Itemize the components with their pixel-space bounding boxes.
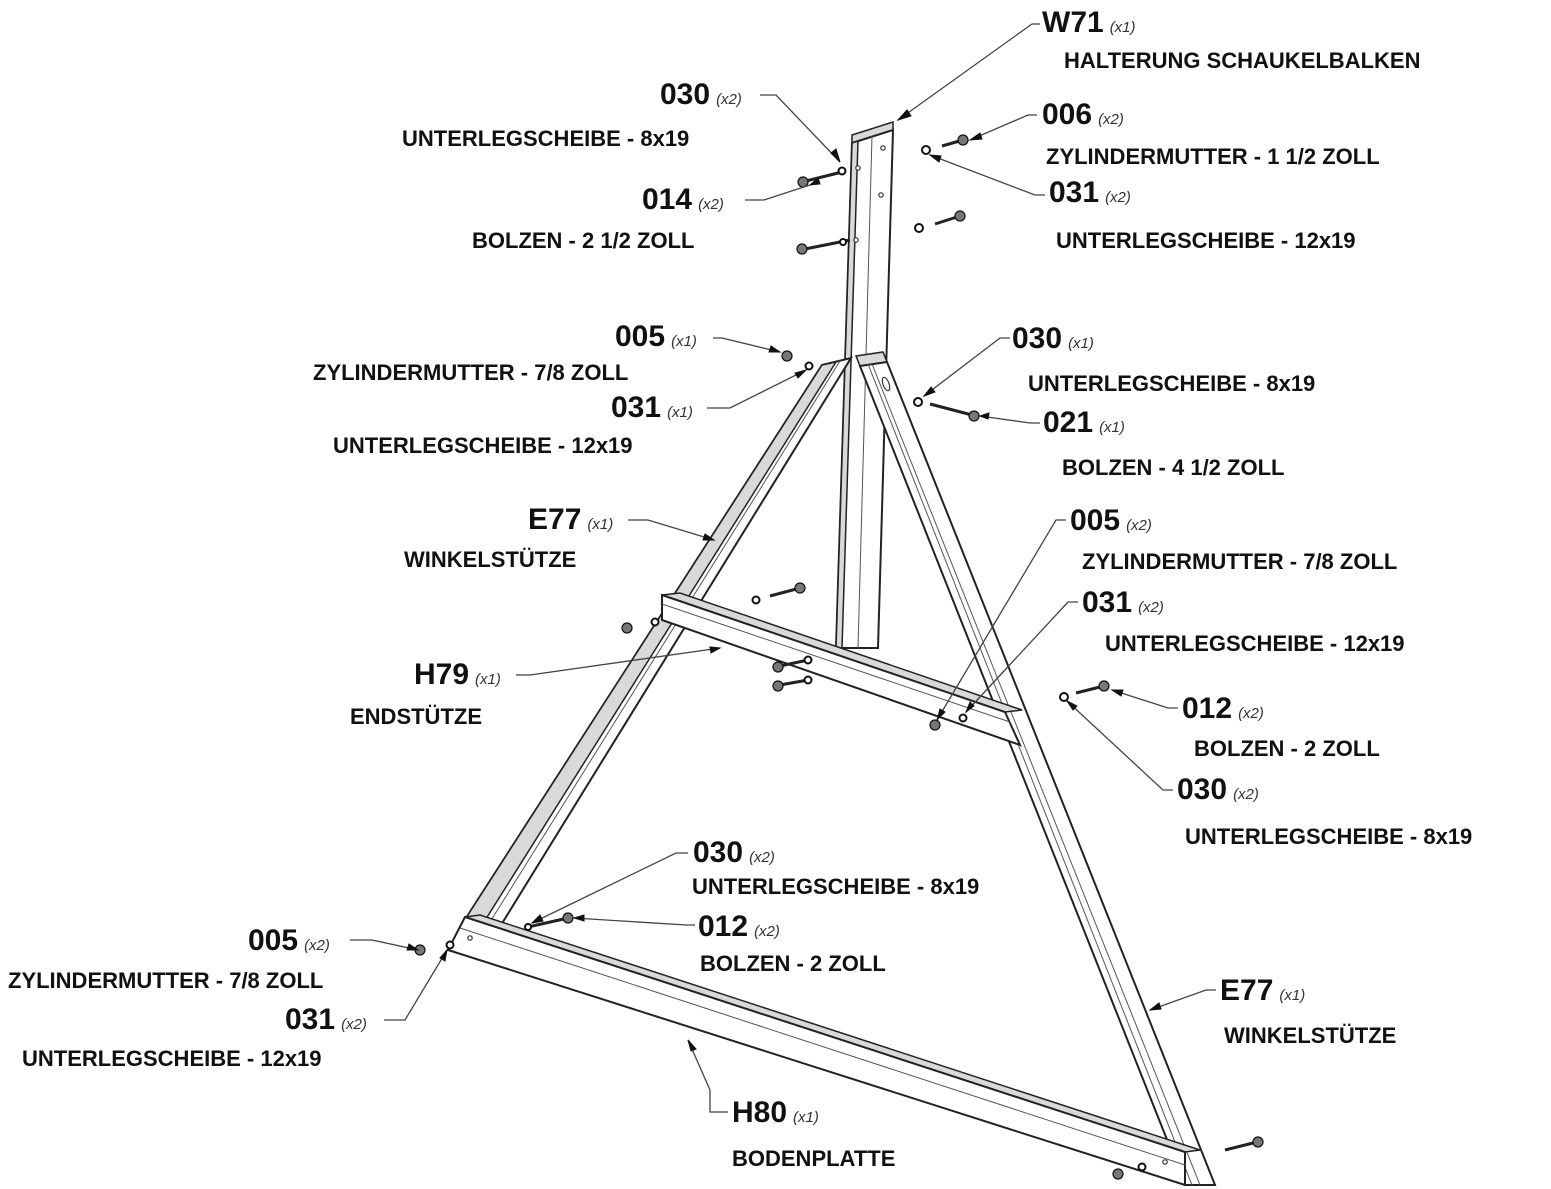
part-code: H80 bbox=[732, 1096, 788, 1129]
hardware-top bbox=[796, 134, 969, 255]
part-qty: (x2) bbox=[698, 196, 724, 213]
part-desc-005-lower: ZYLINDERMUTTER - 7/8 ZOLL bbox=[8, 968, 324, 993]
part-code: E77 bbox=[1220, 974, 1274, 1007]
part-qty: (x2) bbox=[1238, 705, 1264, 722]
part-code: 012 bbox=[698, 910, 749, 943]
callout-030-lower: 030 (x2) bbox=[693, 838, 775, 868]
part-code: W71 bbox=[1042, 6, 1104, 39]
part-desc-031-upper: UNTERLEGSCHEIBE - 12x19 bbox=[333, 433, 633, 458]
part-qty: (x1) bbox=[587, 516, 614, 533]
callout-021: 021 (x1) bbox=[1043, 408, 1125, 438]
callout-014: 014 (x2) bbox=[642, 185, 724, 215]
part-qty: (x2) bbox=[341, 1016, 367, 1033]
part-desc-014: BOLZEN - 2 1/2 ZOLL bbox=[472, 228, 695, 253]
callout-w71: W71 (x1) bbox=[1042, 8, 1136, 38]
callout-031-top: 031 (x2) bbox=[1049, 178, 1131, 208]
part-w71-post bbox=[834, 120, 895, 649]
part-code: 005 bbox=[615, 320, 666, 353]
callout-006: 006 (x2) bbox=[1042, 100, 1124, 130]
part-qty: (x2) bbox=[749, 849, 775, 866]
part-code: 014 bbox=[642, 183, 693, 216]
callout-031-lower: 031 (x2) bbox=[285, 1005, 367, 1035]
part-code: 030 bbox=[693, 836, 744, 869]
part-code: 031 bbox=[285, 1003, 336, 1036]
part-qty: (x2) bbox=[1105, 189, 1131, 206]
part-desc-030-lower: UNTERLEGSCHEIBE - 8x19 bbox=[692, 874, 980, 899]
part-h80-bottom-plate bbox=[446, 914, 1201, 1187]
callout-h80: H80 (x1) bbox=[732, 1098, 819, 1128]
part-desc-005-upper: ZYLINDERMUTTER - 7/8 ZOLL bbox=[313, 360, 629, 385]
part-qty: (x2) bbox=[1233, 786, 1259, 803]
callout-e77-left: E77 (x1) bbox=[528, 505, 613, 535]
part-code: 012 bbox=[1182, 692, 1233, 725]
part-code: 030 bbox=[1012, 322, 1063, 355]
part-qty: (x1) bbox=[1068, 335, 1094, 352]
part-qty: (x2) bbox=[1138, 599, 1164, 616]
part-code: H79 bbox=[414, 658, 470, 691]
part-code: 005 bbox=[248, 924, 299, 957]
callout-030-top: 030 (x2) bbox=[660, 80, 742, 110]
callout-e77-right: E77 (x1) bbox=[1220, 976, 1305, 1006]
part-desc-h79: ENDSTÜTZE bbox=[350, 704, 482, 729]
part-code: 006 bbox=[1042, 98, 1093, 131]
part-desc-012-lower: BOLZEN - 2 ZOLL bbox=[700, 951, 886, 976]
part-e77-right-brace bbox=[854, 351, 1217, 1186]
part-code: 005 bbox=[1070, 504, 1121, 537]
callout-012-mid: 012 (x2) bbox=[1182, 694, 1264, 724]
part-code: 031 bbox=[1082, 586, 1133, 619]
part-desc-030-mid: UNTERLEGSCHEIBE - 8x19 bbox=[1185, 824, 1473, 849]
hardware-upper-joint bbox=[781, 350, 980, 422]
part-desc-031-lower: UNTERLEGSCHEIBE - 12x19 bbox=[22, 1046, 322, 1071]
part-qty: (x2) bbox=[1126, 517, 1152, 534]
part-qty: (x1) bbox=[671, 333, 697, 350]
part-qty: (x1) bbox=[475, 671, 501, 688]
callout-005-lower: 005 (x2) bbox=[248, 926, 330, 956]
part-desc-030-upper: UNTERLEGSCHEIBE - 8x19 bbox=[1028, 371, 1316, 396]
part-code: 030 bbox=[1177, 773, 1228, 806]
part-code: 030 bbox=[660, 78, 711, 111]
part-desc-012-mid: BOLZEN - 2 ZOLL bbox=[1194, 736, 1380, 761]
leader-lines bbox=[350, 23, 1216, 1113]
callout-h79: H79 (x1) bbox=[414, 660, 501, 690]
callout-012-lower: 012 (x2) bbox=[698, 912, 780, 942]
callout-031-upper: 031 (x1) bbox=[611, 393, 693, 423]
part-desc-h80: BODENPLATTE bbox=[732, 1146, 896, 1171]
part-code: 021 bbox=[1043, 406, 1094, 439]
part-code: 031 bbox=[611, 391, 662, 424]
part-desc-031-top: UNTERLEGSCHEIBE - 12x19 bbox=[1056, 228, 1356, 253]
callout-031-mid: 031 (x2) bbox=[1082, 588, 1164, 618]
callout-030-mid: 030 (x2) bbox=[1177, 775, 1259, 805]
part-h79-end-support bbox=[661, 592, 1023, 747]
part-desc-w71: HALTERUNG SCHAUKELBALKEN bbox=[1064, 48, 1421, 73]
part-qty: (x2) bbox=[754, 923, 780, 940]
part-desc-030-top: UNTERLEGSCHEIBE - 8x19 bbox=[402, 126, 690, 151]
part-qty: (x1) bbox=[667, 404, 693, 421]
hardware-h79 bbox=[621, 582, 1110, 731]
part-qty: (x2) bbox=[1098, 111, 1124, 128]
callout-005-upper: 005 (x1) bbox=[615, 322, 697, 352]
part-qty: (x1) bbox=[793, 1109, 819, 1126]
part-desc-006: ZYLINDERMUTTER - 1 1/2 ZOLL bbox=[1046, 144, 1380, 169]
callout-005-mid: 005 (x2) bbox=[1070, 506, 1152, 536]
part-desc-e77-left: WINKELSTÜTZE bbox=[404, 547, 577, 572]
part-desc-e77-right: WINKELSTÜTZE bbox=[1224, 1023, 1397, 1048]
part-desc-005-mid: ZYLINDERMUTTER - 7/8 ZOLL bbox=[1082, 549, 1398, 574]
part-desc-031-mid: UNTERLEGSCHEIBE - 12x19 bbox=[1105, 631, 1405, 656]
callout-030-upper: 030 (x1) bbox=[1012, 324, 1094, 354]
part-qty: (x1) bbox=[1109, 19, 1136, 36]
part-qty: (x2) bbox=[304, 937, 330, 954]
part-code: 031 bbox=[1049, 176, 1100, 209]
part-code: E77 bbox=[528, 503, 582, 536]
part-qty: (x1) bbox=[1099, 419, 1125, 436]
part-e77-left-brace bbox=[464, 356, 854, 927]
part-desc-021: BOLZEN - 4 1/2 ZOLL bbox=[1062, 455, 1285, 480]
part-qty: (x2) bbox=[716, 91, 742, 108]
part-qty: (x1) bbox=[1279, 987, 1306, 1004]
